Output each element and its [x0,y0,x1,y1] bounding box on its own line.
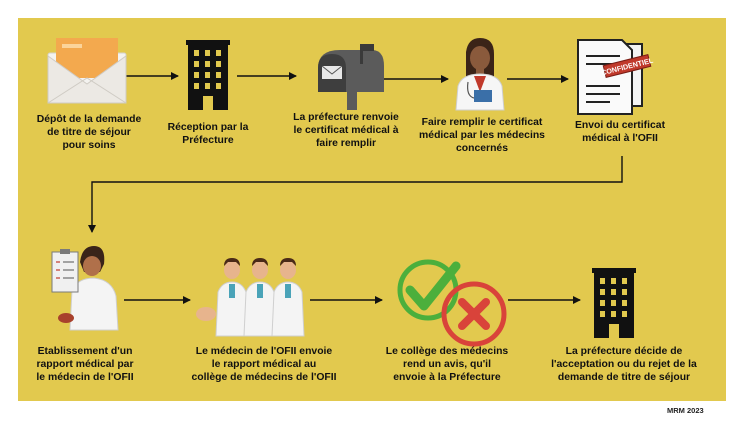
arrow-5-6 [88,156,623,233]
envelope-icon [47,38,127,104]
check-cross-icon [397,259,507,347]
building-icon [186,40,230,110]
step-2-label: Réception par la Préfecture [167,122,249,147]
building-icon-final [592,268,636,338]
confidential-document-icon [577,39,652,115]
step-4-label: Faire remplir le certificat médical par … [419,117,545,155]
step-9-label: La préfecture décide de l'acceptation ou… [551,346,697,384]
step-6-label: Etablissement d'un rapport médical par l… [36,346,134,384]
step-7-label: Le médecin de l'OFII envoie le rapport m… [191,346,337,384]
credit-text: MRM 2023 [667,406,704,415]
step-8-label: Le collège des médecins rend un avis, qu… [385,346,509,384]
mailbox-icon [318,44,384,110]
doctor-icon [455,38,505,111]
step-5-label: Envoi du certificat médical à l'OFII [574,120,666,145]
step-3-label: La préfecture renvoie le certificat médi… [293,112,399,150]
step-1-label: Dépôt de la demande de titre de séjour p… [36,114,142,152]
connector-arrows [88,72,623,304]
doctor-clipboard-icon [51,246,119,331]
doctors-group-icon [196,258,305,337]
